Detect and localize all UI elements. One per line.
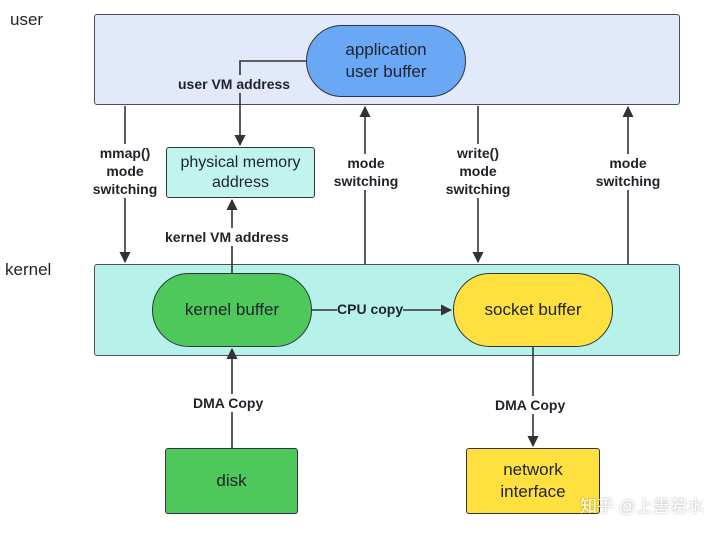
mode-b-label-line1: mode xyxy=(609,155,647,171)
mode-b-label-line2: switching xyxy=(595,173,661,189)
socket-buffer-node: socket buffer xyxy=(453,273,613,347)
app-buffer-label-line2: user buffer xyxy=(345,62,427,81)
write-mode-switching-label: write() mode switching xyxy=(441,144,515,198)
netif-label-line1: network xyxy=(503,460,563,479)
kernel-buffer-node: kernel buffer xyxy=(152,273,312,347)
phys-mem-label-line1: physical memory xyxy=(180,153,301,171)
netif-label-line2: interface xyxy=(500,482,566,501)
app-buffer-label-line1: application xyxy=(345,40,427,59)
watermark: 知乎 @上善若水 xyxy=(580,497,704,516)
dma-copy-in-label: DMA Copy xyxy=(193,394,264,412)
mmap-label-line1: mmap() xyxy=(99,145,151,161)
network-interface-node: network interface xyxy=(466,448,600,514)
mode-switching-b-label: mode switching xyxy=(591,154,665,190)
disk-label: disk xyxy=(216,471,247,490)
socket-buffer-label: socket buffer xyxy=(484,300,582,319)
dma-copy-out-label: DMA Copy xyxy=(495,396,566,414)
write-label-line3: switching xyxy=(445,181,511,197)
phys-mem-label-line2: address xyxy=(212,173,269,191)
kernel-buffer-label: kernel buffer xyxy=(184,300,280,319)
mmap-mode-switching-label: mmap() mode switching xyxy=(88,144,162,198)
mode-a-label-line1: mode xyxy=(347,155,385,171)
physical-memory-address-node: physical memory address xyxy=(166,147,315,198)
user-vm-address-label: user VM address xyxy=(178,75,291,93)
user-vm-connector xyxy=(234,60,306,147)
application-user-buffer-node: application user buffer xyxy=(306,25,466,97)
disk-node: disk xyxy=(165,448,298,514)
mode-a-label-line2: switching xyxy=(333,173,399,189)
user-zone-label: user xyxy=(10,10,44,29)
write-label-line1: write() xyxy=(457,145,499,161)
kernel-vm-address-label: kernel VM address xyxy=(165,228,289,246)
write-label-line2: mode xyxy=(459,163,497,179)
mmap-label-line2: mode xyxy=(106,163,144,179)
mode-switching-a-label: mode switching xyxy=(329,154,403,190)
kernel-zone-label: kernel xyxy=(5,260,52,279)
cpu-copy-label: CPU copy xyxy=(337,300,404,318)
mmap-label-line3: switching xyxy=(92,181,158,197)
